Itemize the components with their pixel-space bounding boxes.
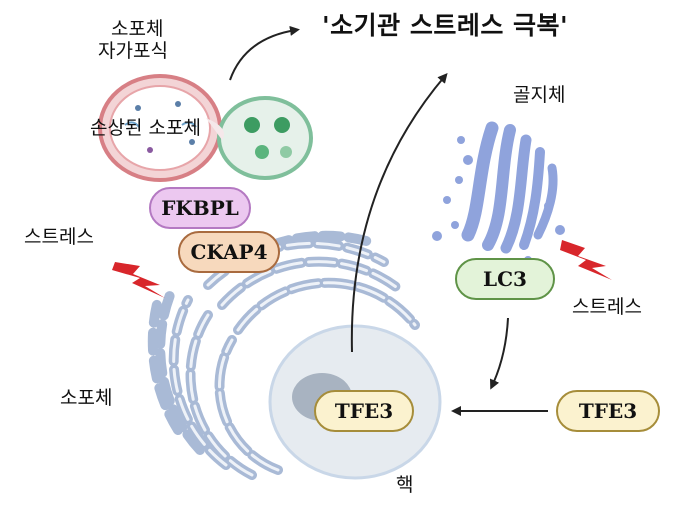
label-damaged-er: 손상된 소포체	[90, 117, 201, 139]
protein-fkbpl: FKBPL	[149, 187, 251, 229]
diagram-title: '소기관 스트레스 극복'	[322, 11, 569, 40]
autophagosome-fusion	[98, 74, 313, 182]
stress-bolt-right-icon	[560, 240, 612, 280]
protein-tfe3-nucleus: TFE3	[314, 390, 414, 432]
stress-bolt-left-icon	[112, 262, 165, 298]
golgi-apparatus	[432, 121, 565, 264]
arrow-nucleus-to-golgi	[350, 72, 448, 353]
arrow-lc3-to-tfe3	[490, 317, 509, 390]
label-autophagy-line1: 소포체	[111, 18, 164, 40]
label-nucleus: 핵	[396, 474, 414, 496]
label-golgi: 골지체	[513, 84, 566, 106]
arrow-autophagy-to-title	[229, 25, 300, 81]
label-stress-left: 스트레스	[24, 226, 94, 248]
protein-lc3: LC3	[455, 258, 555, 300]
label-autophagy-line2: 자가포식	[98, 40, 168, 62]
label-er: 소포체	[60, 387, 113, 409]
protein-tfe3-cytoplasm: TFE3	[556, 390, 660, 432]
protein-ckap4: CKAP4	[178, 231, 280, 273]
label-stress-right: 스트레스	[572, 296, 642, 318]
er-lumen	[172, 241, 417, 477]
